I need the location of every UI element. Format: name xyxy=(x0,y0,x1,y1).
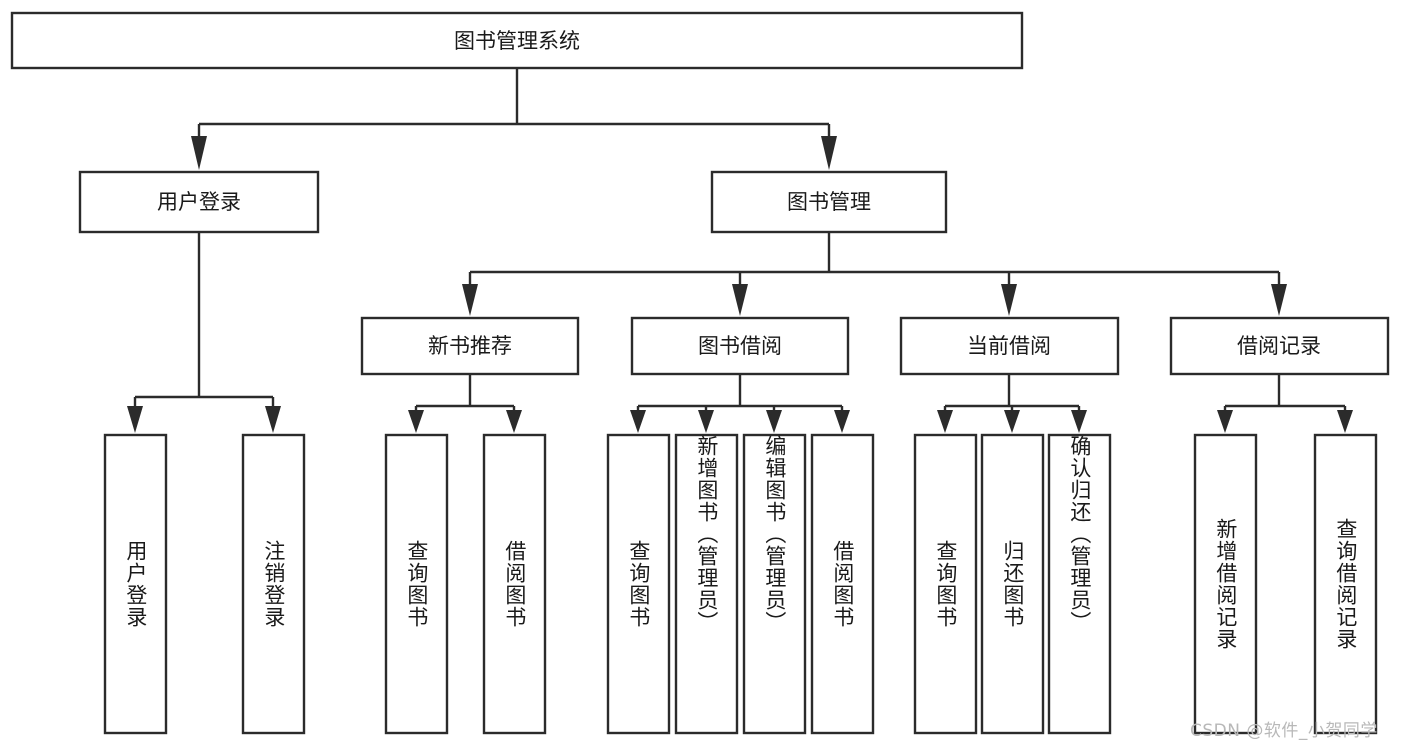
leaf-boxes-group xyxy=(103,433,1378,735)
leaf-query-book-borrow-box[interactable] xyxy=(606,433,671,735)
arrow-head-leaf-logout xyxy=(265,406,281,433)
edge-group-current-borrow-to-leaves xyxy=(937,374,1087,433)
leaf-add-borrow-record-box[interactable] xyxy=(1193,433,1258,735)
node-borrow-record[interactable]: 借阅记录 xyxy=(1169,316,1390,376)
leaf-user-login-box[interactable] xyxy=(103,433,168,735)
leaf-query-borrow-record-box[interactable] xyxy=(1313,433,1378,735)
leaf-borrow-book-box[interactable] xyxy=(810,433,875,735)
node-root-label: 图书管理系统 xyxy=(454,29,580,53)
arrow-head-to-book-management xyxy=(821,136,837,170)
node-root-box[interactable] xyxy=(10,11,1024,70)
edge-group-user-login-to-leaves xyxy=(127,232,281,433)
arrow-head-new-book-recommend xyxy=(462,284,478,316)
node-new-book-recommend[interactable]: 新书推荐 xyxy=(360,316,580,376)
edge-group-root-to-level2 xyxy=(191,68,837,170)
arrow-head-book-borrow xyxy=(732,284,748,316)
arrow-head-leaf-query-book-borrow xyxy=(630,410,646,433)
arrow-head-to-user-login xyxy=(191,136,207,170)
node-user-login[interactable]: 用户登录 xyxy=(78,170,320,234)
arrow-head-leaf-return-book xyxy=(1004,410,1020,433)
csdn-watermark: CSDN @软件_小贺同学 xyxy=(1190,721,1378,741)
arrow-head-leaf-query-book-current xyxy=(937,410,953,433)
node-borrow-record-box[interactable] xyxy=(1169,316,1390,376)
node-new-book-recommend-box[interactable] xyxy=(360,316,580,376)
node-current-borrow-box[interactable] xyxy=(899,316,1120,376)
edge-group-book-borrow-to-leaves xyxy=(630,374,850,433)
arrow-head-leaf-confirm-return-admin xyxy=(1071,410,1087,433)
node-borrow-record-label: 借阅记录 xyxy=(1237,334,1321,358)
edge-group-borrow-record-to-leaves xyxy=(1217,374,1353,433)
leaf-return-book-box[interactable] xyxy=(980,433,1045,735)
node-book-borrow[interactable]: 图书借阅 xyxy=(630,316,850,376)
arrow-head-leaf-borrow-book xyxy=(834,410,850,433)
arrow-head-borrow-record xyxy=(1271,284,1287,316)
node-book-borrow-box[interactable] xyxy=(630,316,850,376)
arrow-head-leaf-query-borrow-record xyxy=(1337,410,1353,433)
node-user-login-box[interactable] xyxy=(78,170,320,234)
node-book-management-box[interactable] xyxy=(710,170,948,234)
node-current-borrow[interactable]: 当前借阅 xyxy=(899,316,1120,376)
arrow-head-current-borrow xyxy=(1001,284,1017,316)
leaf-query-book-recommend-box[interactable] xyxy=(384,433,449,735)
arrow-head-leaf-query-book-recommend xyxy=(408,410,424,433)
node-new-book-recommend-label: 新书推荐 xyxy=(428,334,512,358)
leaf-borrow-book-recommend-box[interactable] xyxy=(482,433,547,735)
node-book-management[interactable]: 图书管理 xyxy=(710,170,948,234)
edge-group-new-book-recommend-to-leaves xyxy=(408,374,522,433)
node-book-management-label: 图书管理 xyxy=(787,190,871,214)
arrow-head-leaf-add-borrow-record xyxy=(1217,410,1233,433)
arrow-head-leaf-edit-book-admin xyxy=(766,410,782,433)
leaf-confirm-return-admin-box[interactable] xyxy=(1047,433,1112,735)
leaf-edit-book-admin-box[interactable] xyxy=(742,433,807,735)
node-root[interactable]: 图书管理系统 xyxy=(10,11,1024,70)
leaf-query-book-current-box[interactable] xyxy=(913,433,978,735)
arrow-head-leaf-user-login xyxy=(127,406,143,433)
node-user-login-label: 用户登录 xyxy=(157,190,241,214)
node-book-borrow-label: 图书借阅 xyxy=(698,334,782,358)
arrow-head-leaf-add-book-admin xyxy=(698,410,714,433)
leaf-add-book-admin-box[interactable] xyxy=(674,433,739,735)
edge-group-book-management-to-level3 xyxy=(462,232,1287,316)
node-current-borrow-label: 当前借阅 xyxy=(967,334,1051,358)
leaf-logout-box[interactable] xyxy=(241,433,306,735)
arrow-head-leaf-borrow-book-recommend xyxy=(506,410,522,433)
